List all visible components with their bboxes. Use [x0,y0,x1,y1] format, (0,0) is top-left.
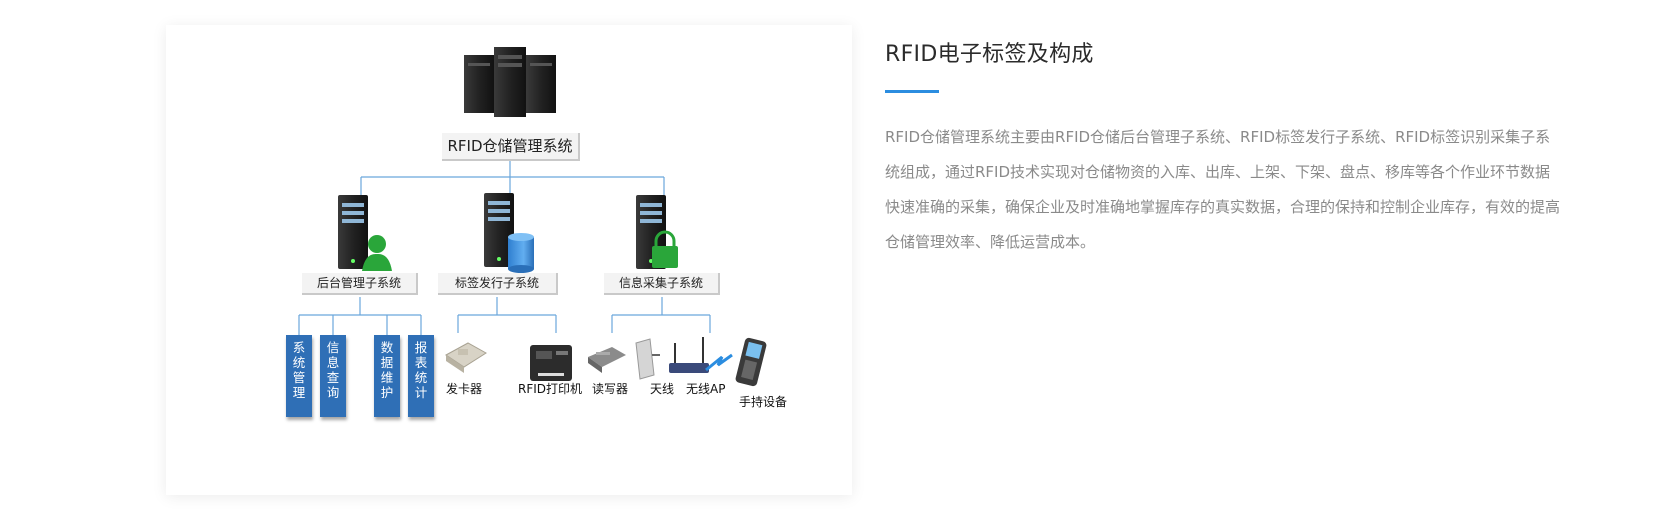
lock-icon [652,230,678,268]
subsystem-collect-label: 信息采集子系统 [604,273,720,295]
module-system-management: 系统管理 [286,335,312,417]
subsystem-backend-label: 后台管理子系统 [302,273,418,295]
issue-server-icon [484,193,514,267]
diagram-card: RFID仓储管理系统 后台管理子系统 标签发行子系统 信息采集子系统 系统管理 … [166,25,852,495]
rfid-printer-icon [530,345,572,381]
section-description: RFID仓储管理系统主要由RFID仓储后台管理子系统、RFID标签发行子系统、R… [885,128,1561,251]
wireless-ap-icon [669,337,733,373]
root-server-icon [464,47,556,117]
system-diagram [298,47,767,387]
card-issuer-icon [445,342,487,373]
reader-icon [588,347,626,373]
subsystem-issue-label: 标签发行子系统 [438,273,558,295]
database-icon [508,233,534,273]
device-reader-label: 读写器 [592,382,629,396]
handheld-icon [735,337,767,387]
device-antenna-label: 天线 [650,382,675,396]
antenna-icon [635,338,660,380]
device-handheld-label: 手持设备 [739,395,788,409]
title-underline [885,90,939,93]
person-icon [362,235,392,271]
module-report-stats: 报表统计 [408,335,434,417]
root-system-label: RFID仓储管理系统 [442,133,580,161]
backend-server-icon [338,195,368,269]
connector-lines [298,161,711,335]
device-printer-label: RFID打印机 [518,382,583,396]
section-title: RFID电子标签及构成 [885,42,1094,67]
device-card-issuer-label: 发卡器 [446,382,483,396]
module-data-maintenance: 数据维护 [374,335,400,417]
module-info-query: 信息查询 [320,335,346,417]
device-ap-label: 无线AP [686,382,726,396]
